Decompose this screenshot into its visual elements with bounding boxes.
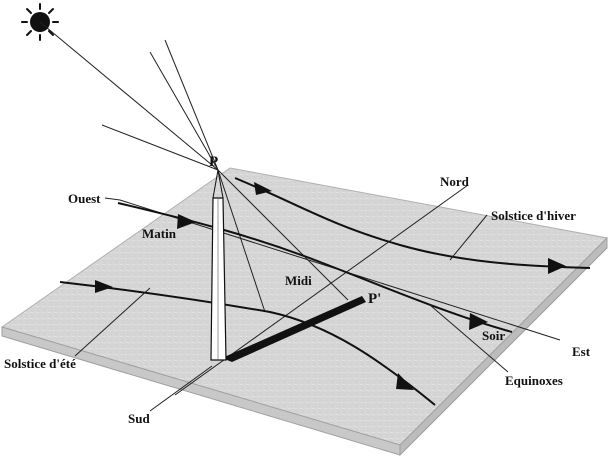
winter-arrow-end — [548, 258, 566, 274]
sun-rays — [39, 21, 349, 313]
label-equinoxes: Equinoxes — [505, 373, 563, 388]
label-west: Ouest — [68, 191, 101, 206]
ray-line-3 — [101, 124, 219, 171]
summer-solstice-path — [59, 281, 436, 406]
winter-arrow-start — [254, 182, 272, 195]
summer-arrow-start — [95, 280, 113, 293]
leader-winter — [449, 214, 488, 261]
ray-line-2 — [149, 51, 219, 171]
label-p: P — [209, 154, 218, 170]
equinox-arrow-end — [469, 313, 488, 330]
label-north: Nord — [440, 174, 470, 189]
ray-from-sun — [39, 21, 219, 171]
leader-summer — [74, 287, 151, 357]
label-winter-solstice: Solstice d'hiver — [491, 208, 576, 223]
leader-equinoxes — [429, 304, 509, 373]
equinox-arrow-mid — [177, 214, 196, 229]
winter-solstice-path — [234, 177, 591, 269]
summer-arrow-end — [396, 373, 414, 390]
plane-side-edge — [399, 236, 608, 457]
label-east: Est — [572, 344, 591, 359]
ground-plane — [0, 167, 609, 457]
leader-west — [104, 197, 121, 201]
label-evening: Soir — [482, 328, 505, 343]
leader-south — [149, 365, 213, 412]
gnomon — [210, 169, 227, 361]
label-summer-solstice: Solstice d'été — [4, 356, 76, 371]
path-arrows — [95, 182, 566, 390]
label-leaders — [74, 197, 509, 412]
ray-line-1 — [164, 39, 219, 171]
gnomon-shadow — [222, 296, 366, 362]
label-p-prime: P' — [368, 291, 381, 307]
label-noon: Midi — [285, 273, 312, 288]
label-morning: Matin — [142, 226, 177, 241]
ray-line-4 — [217, 169, 266, 313]
ray-to-shadow — [217, 169, 349, 301]
label-south: Sud — [128, 411, 150, 426]
